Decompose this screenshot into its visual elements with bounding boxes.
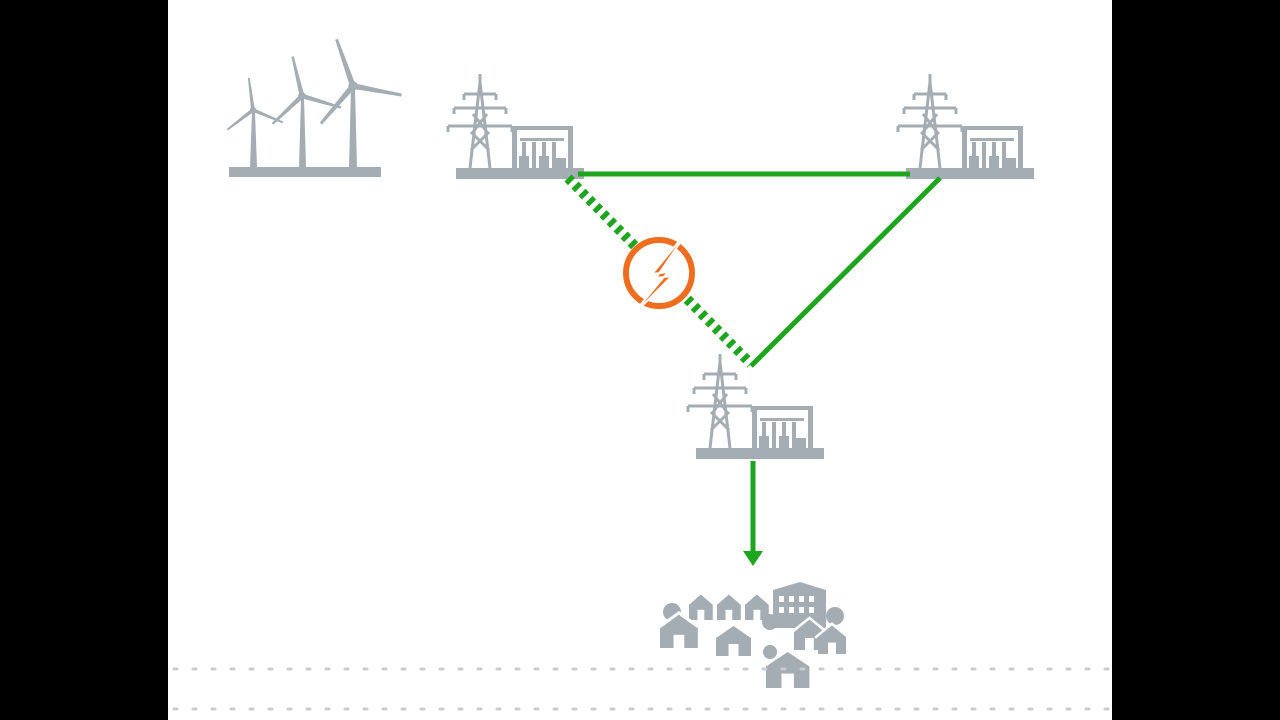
- substation-east-icon: [896, 72, 1036, 181]
- wind-turbines-icon: [219, 24, 404, 177]
- lightning-fault-icon: [623, 227, 695, 321]
- town-buildings-icon: [654, 582, 851, 690]
- ground-dotted-lines: [172, 667, 1110, 711]
- supply-arrow: [743, 461, 763, 566]
- substation-west-icon: [446, 72, 586, 181]
- letterbox-left: [0, 0, 168, 720]
- line-east-south: [749, 176, 942, 368]
- substation-south-icon: [686, 352, 826, 461]
- letterbox-right: [1112, 0, 1280, 720]
